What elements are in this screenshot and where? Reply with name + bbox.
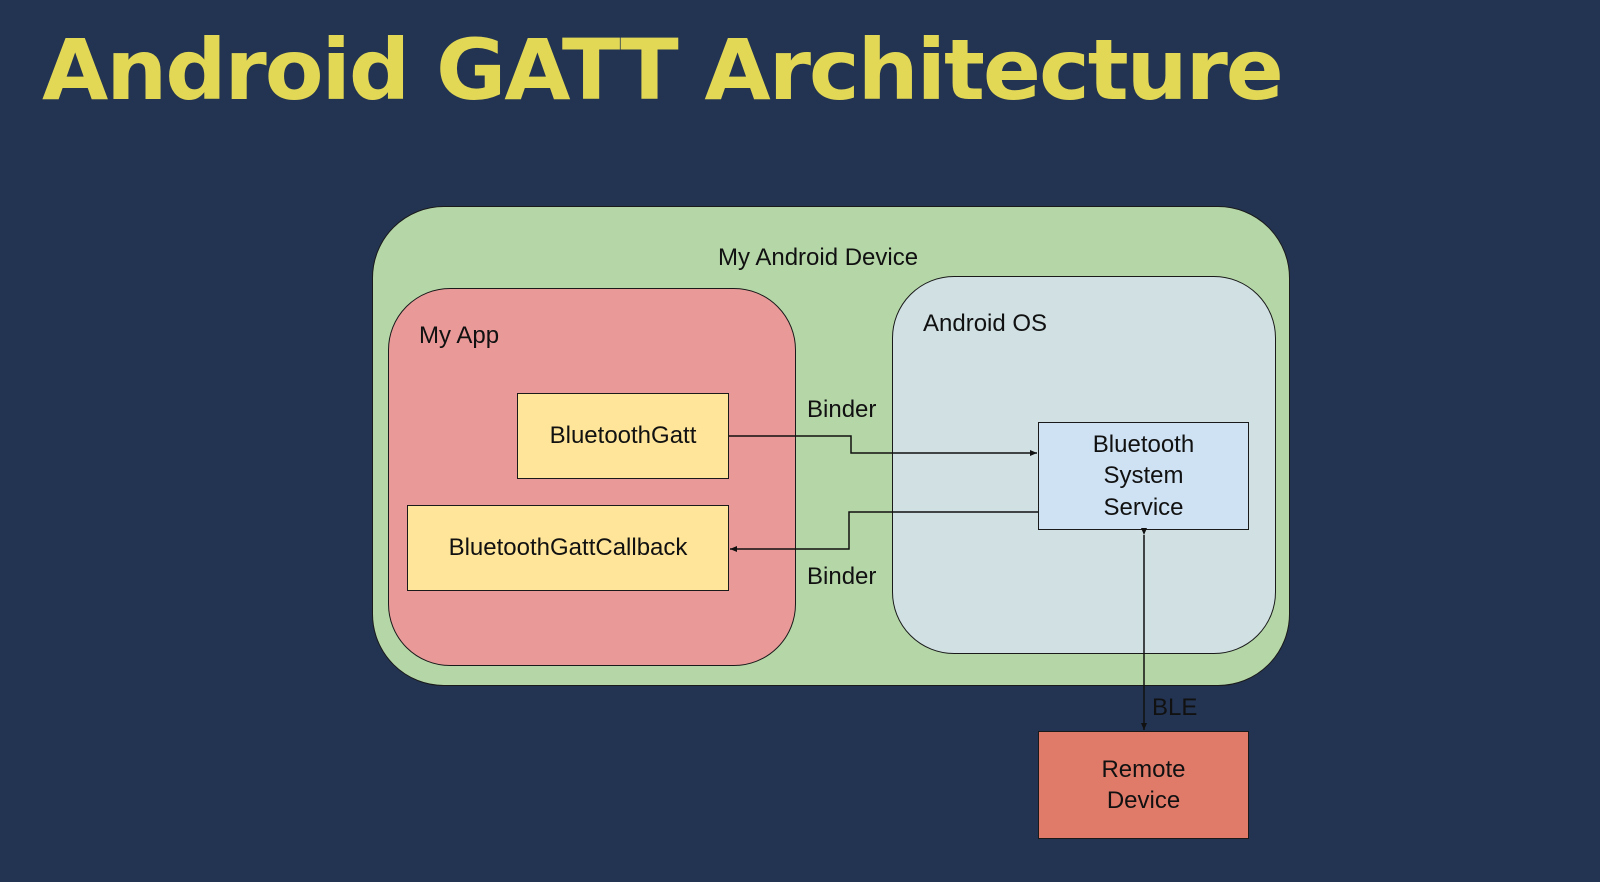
- remote-device-label: Remote Device: [1101, 755, 1186, 814]
- bluetooth-system-service-box: Bluetooth System Service: [1038, 422, 1249, 530]
- device-label: My Android Device: [718, 244, 919, 271]
- os-label: Android OS: [923, 310, 1048, 337]
- bluetooth-system-service-label: Bluetooth System Service: [1092, 431, 1195, 521]
- bluetooth-gatt-callback-box: BluetoothGattCallback: [407, 505, 729, 591]
- ble-label: BLE: [1152, 694, 1198, 721]
- page-title: Android GATT Architecture: [42, 21, 1284, 119]
- binder-label-top: Binder: [807, 396, 877, 423]
- binder-label-bottom: Binder: [807, 563, 877, 590]
- bluetooth-gatt-callback-label: BluetoothGattCallback: [448, 534, 688, 562]
- remote-device-box: Remote Device: [1038, 731, 1249, 839]
- bluetooth-gatt-box: BluetoothGatt: [517, 393, 729, 479]
- app-label: My App: [419, 322, 500, 349]
- bluetooth-gatt-label: BluetoothGatt: [549, 422, 697, 450]
